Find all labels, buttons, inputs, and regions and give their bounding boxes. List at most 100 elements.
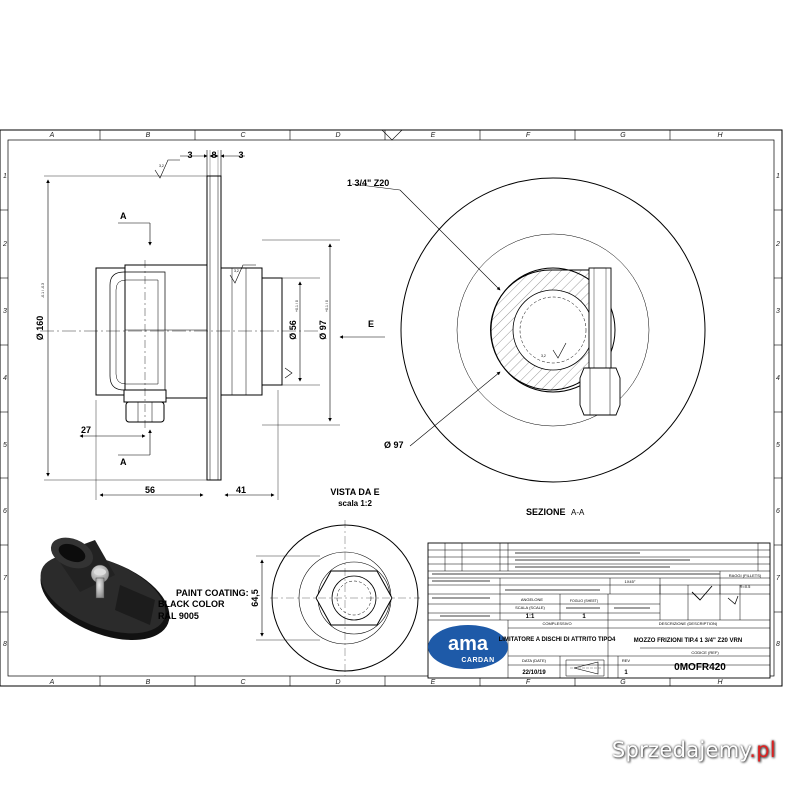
side-view-dimensions: [44, 150, 385, 500]
tb-chamfer: 1X45°: [625, 579, 636, 584]
ama-cardan-logo: ama CARDAN: [428, 625, 508, 669]
logo-wordmark: ama: [448, 633, 489, 655]
tb-rev: 1: [624, 670, 628, 676]
grid-col-a: A: [49, 132, 55, 139]
grid-col-a-bottom: A: [49, 679, 55, 686]
side-view: [40, 175, 320, 481]
roughness-mark-spline: 3,2: [541, 354, 546, 358]
grid-col-e: E: [431, 132, 436, 139]
dim-3-left: 3: [187, 150, 192, 160]
paint-note-line-1: PAINT COATING:: [176, 588, 249, 598]
grid-row-3-right: 3: [776, 308, 780, 315]
grid-row-6: 6: [3, 508, 7, 515]
paint-note-line-3: RAL 9005: [158, 611, 199, 621]
tb-rev-header: REV: [622, 658, 631, 663]
title-block: [427, 542, 771, 679]
tb-fillets-header: RAGGI (FILLETS): [729, 573, 762, 578]
grid-row-1-right: 1: [776, 173, 780, 180]
logo-subtitle: CARDAN: [461, 657, 494, 664]
tb-description: MOZZO FRIZIONI TIP.4 1 3/4" Z20 VRN: [634, 638, 742, 644]
dim-diameter-97-section: Ø 97: [384, 440, 404, 450]
sprzedajemy-watermark: Sprzedajemy.pl: [612, 738, 776, 762]
grid-col-g-bottom: G: [620, 679, 626, 686]
grid-row-labels-left: 1 2 3 4 5 6 7 8: [2, 173, 8, 648]
grid-row-6-right: 6: [776, 508, 780, 515]
grid-row-8-right: 8: [776, 641, 780, 648]
grid-row-2: 2: [2, 241, 7, 248]
dim-3-right: 3: [238, 150, 243, 160]
watermark-text: Sprzedajemy: [611, 738, 750, 762]
grid-col-h-bottom: H: [717, 679, 723, 686]
grid-col-g: G: [620, 132, 626, 139]
tb-part-name: LIMITATORE A DISCHI DI ATTRITO TIPO4: [499, 637, 616, 643]
tb-date: 22/10/19: [522, 670, 546, 676]
grid-col-b-bottom: B: [146, 679, 151, 686]
grid-row-5: 5: [3, 442, 7, 449]
grid-row-3: 3: [3, 308, 7, 315]
grid-row-labels-right: 1 2 3 4 5 6 7 8: [775, 173, 781, 648]
view-from-e: [256, 520, 420, 676]
grid-col-b: B: [146, 132, 151, 139]
grid-row-7: 7: [3, 575, 8, 582]
tb-designer: ANGELONE: [521, 597, 544, 602]
dim-diameter-56-tolerance: +0.1 / 0: [295, 300, 299, 312]
tb-date-header: DATA (DATE): [522, 658, 547, 663]
dim-diameter-97: Ø 97: [318, 320, 328, 340]
dim-diameter-160-tolerance: -0.1 / -0.3: [41, 283, 45, 298]
view-e-scale: scala 1:2: [338, 499, 372, 508]
grid-col-d-bottom: D: [335, 679, 340, 686]
grid-row-4: 4: [3, 375, 7, 382]
tb-scale: 1:1: [526, 614, 535, 620]
tb-sheet: 1: [582, 614, 586, 620]
view-arrow-e: E: [368, 319, 374, 329]
section-id: A-A: [571, 508, 585, 517]
grid-col-f: F: [526, 132, 531, 139]
dim-41-width: 41: [236, 485, 246, 495]
tb-code: 0MOFR420: [674, 662, 726, 673]
tb-sheet-header: FOGLIO (SHEET): [570, 599, 598, 603]
grid-column-labels-top: A B C D E F G H: [49, 132, 724, 139]
tb-fillets-value: R=0.5: [740, 584, 752, 589]
section-a-a-labels: 1 3/4" Z20 Ø 97 3,2 SEZIONE A-A: [347, 178, 585, 517]
dim-diameter-97-tolerance: +0.1 / 0: [325, 300, 329, 312]
section-marker-a-bottom: A: [120, 457, 127, 467]
grid-row-2-right: 2: [775, 241, 780, 248]
dim-27: 27: [81, 425, 91, 435]
spline-spec-label: 1 3/4" Z20: [347, 178, 389, 188]
view-e-title: VISTA DA E: [330, 487, 379, 497]
section-a-a-view: [351, 177, 706, 483]
grid-col-c: C: [240, 132, 246, 139]
title-block-text: COMPLESSIVO DESCRIZIONE (DESCRIPTION) LI…: [499, 573, 762, 676]
grid-col-f-bottom: F: [526, 679, 531, 686]
watermark-tld: .pl: [749, 738, 776, 762]
dim-56-width: 56: [145, 485, 155, 495]
grid-col-e-bottom: E: [431, 679, 436, 686]
roughness-mark-hub: 3,2: [234, 269, 239, 273]
section-marker-a-top: A: [120, 211, 127, 221]
side-view-labels: 3 8 3 Ø 160 -0.1 / -0.3 Ø 56 +0.1 / 0 Ø …: [35, 150, 374, 495]
grid-row-7-right: 7: [776, 575, 781, 582]
grid-col-c-bottom: C: [240, 679, 246, 686]
paint-note-line-2: BLACK COLOR: [158, 599, 225, 609]
tb-scale-header: SCALA (SCALE): [515, 605, 545, 610]
tb-code-header: CODICE (REF): [691, 650, 719, 655]
tb-complessivo: COMPLESSIVO: [542, 621, 571, 626]
tb-description-header: DESCRIZIONE (DESCRIPTION): [659, 621, 718, 626]
dim-8: 8: [211, 150, 216, 160]
section-title: SEZIONE: [526, 507, 566, 517]
dim-diameter-56: Ø 56: [288, 320, 298, 340]
grid-row-1: 1: [3, 173, 7, 180]
sheet-frame: [0, 129, 783, 687]
dim-diameter-160: Ø 160: [35, 316, 45, 341]
view-from-e-labels: VISTA DA E scala 1:2 64,5: [250, 487, 380, 607]
grid-column-labels-bottom: A B C D E F G H: [49, 679, 724, 686]
grid-row-8: 8: [3, 641, 7, 648]
grid-col-d: D: [335, 132, 340, 139]
grid-row-5-right: 5: [776, 442, 780, 449]
grid-row-4-right: 4: [776, 375, 780, 382]
roughness-mark-top: 3,2: [159, 164, 164, 168]
isometric-render: [40, 537, 170, 640]
dim-64-5: 64,5: [250, 589, 260, 607]
paint-coating-note: PAINT COATING: BLACK COLOR RAL 9005: [158, 588, 249, 621]
